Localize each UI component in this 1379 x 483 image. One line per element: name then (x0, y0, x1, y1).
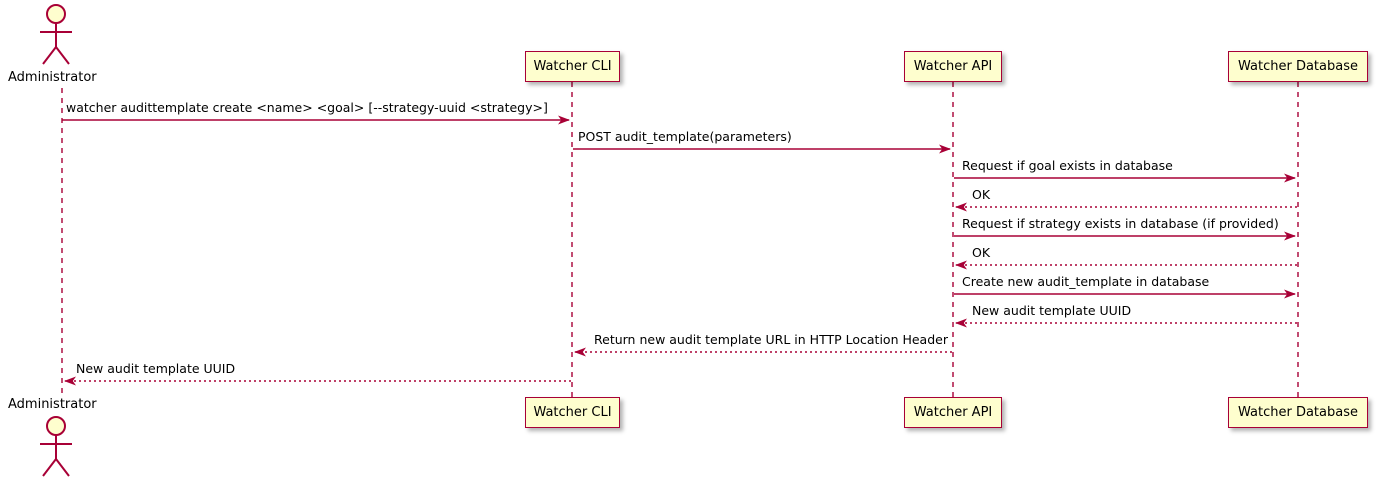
actor-icon-administrator-bottom (40, 416, 72, 477)
participant-box-watcher-cli-bottom[interactable]: Watcher CLI (525, 397, 620, 428)
participant-label-watcher-database: Watcher Database (1238, 59, 1358, 74)
participant-label-watcher-database-bottom: Watcher Database (1238, 405, 1358, 420)
message-label-5: Request if strategy exists in database (… (962, 216, 1279, 231)
message-arrows (62, 115, 1297, 386)
message-label-4: OK (972, 187, 991, 202)
participant-box-watcher-cli-top[interactable]: Watcher CLI (525, 51, 620, 82)
message-label-3: Request if goal exists in database (962, 158, 1173, 173)
participant-box-watcher-api-bottom[interactable]: Watcher API (904, 397, 1002, 428)
participant-label-watcher-cli: Watcher CLI (533, 59, 612, 74)
actor-icon-administrator-top (40, 4, 72, 65)
message-label-8: New audit template UUID (972, 303, 1132, 318)
participant-box-watcher-api-top[interactable]: Watcher API (904, 51, 1002, 82)
message-label-6: OK (972, 245, 991, 260)
message-label-1: watcher audittemplate create <name> <goa… (66, 100, 548, 115)
participant-box-watcher-database-bottom[interactable]: Watcher Database (1228, 397, 1368, 428)
actor-label-administrator-top: Administrator (8, 70, 97, 85)
participant-label-watcher-api-bottom: Watcher API (913, 405, 993, 420)
message-label-10: New audit template UUID (76, 361, 236, 376)
message-label-2: POST audit_template(parameters) (578, 129, 792, 144)
participant-box-watcher-database-top[interactable]: Watcher Database (1228, 51, 1368, 82)
lifelines (61, 82, 1299, 397)
message-label-7: Create new audit_template in database (962, 274, 1210, 289)
actor-label-administrator-bottom: Administrator (8, 397, 97, 412)
participant-label-watcher-cli-bottom: Watcher CLI (533, 405, 612, 420)
participant-label-watcher-api: Watcher API (913, 59, 993, 74)
message-label-9: Return new audit template URL in HTTP Lo… (594, 332, 948, 347)
